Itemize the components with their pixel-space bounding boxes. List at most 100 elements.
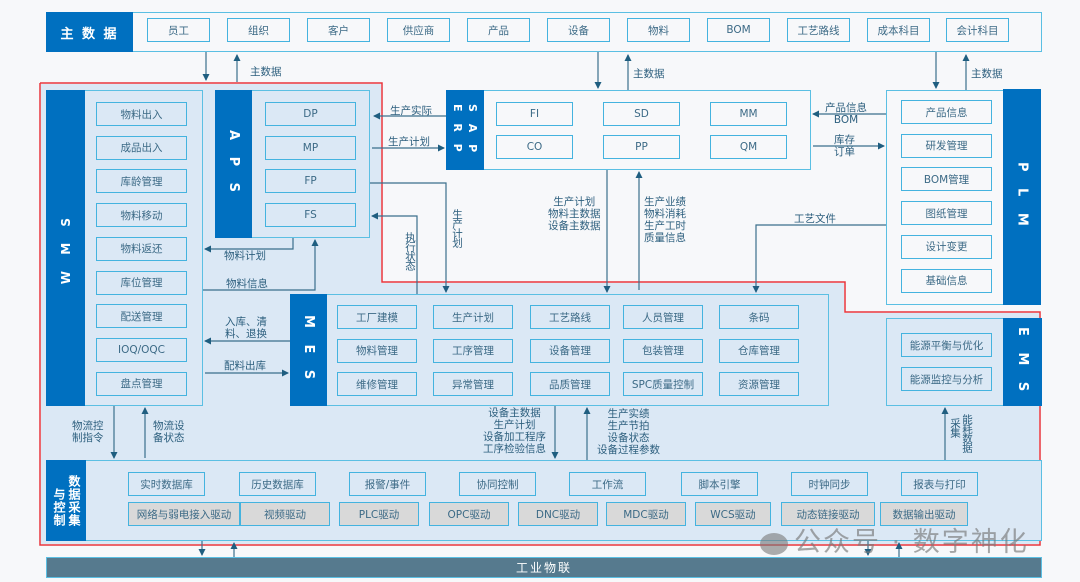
wms-item[interactable]: 库龄管理 xyxy=(96,169,187,194)
plm-item[interactable]: 基础信息 xyxy=(901,268,992,293)
master-data-item[interactable]: 工艺路线 xyxy=(787,18,850,42)
dac-service[interactable]: 工作流 xyxy=(569,472,646,496)
wms-item[interactable]: IOQ/OQC xyxy=(96,337,187,362)
dac-driver[interactable]: 数据输出驱动 xyxy=(880,502,968,526)
aps-item[interactable]: DP xyxy=(265,102,356,126)
dac-driver[interactable]: 视频驱动 xyxy=(240,502,330,526)
wms-item[interactable]: 成品出入 xyxy=(96,135,187,160)
ems-item[interactable]: 能源监控与分析 xyxy=(901,367,992,391)
label-dac-to-wms: 物流设 备状态 xyxy=(153,420,185,444)
dac-driver[interactable]: PLC驱动 xyxy=(339,502,419,526)
master-data-item[interactable]: 成本科目 xyxy=(867,18,930,42)
wms-item[interactable]: 配送管理 xyxy=(96,304,187,329)
aps-item[interactable]: FS xyxy=(265,203,356,228)
label-erp-to-plm: 库存 订单 xyxy=(834,134,855,158)
plm-item[interactable]: 研发管理 xyxy=(901,133,992,158)
mes-item[interactable]: 生产计划 xyxy=(433,305,513,329)
mes-item[interactable]: 仓库管理 xyxy=(719,338,799,363)
master-data-item[interactable]: 设备 xyxy=(547,18,610,42)
dac-title: 数据采集 与控制 xyxy=(46,460,86,541)
label-mes-to-erp: 生产业绩 物料消耗 生产工时 质量信息 xyxy=(644,196,686,244)
dac-driver[interactable]: OPC驱动 xyxy=(429,502,509,526)
ems-item[interactable]: 能源平衡与优化 xyxy=(901,333,992,357)
mes-panel xyxy=(290,294,829,406)
dac-driver[interactable]: DNC驱动 xyxy=(518,502,598,526)
mes-title: M E S xyxy=(290,294,327,406)
dac-service[interactable]: 历史数据库 xyxy=(239,472,316,496)
plm-item[interactable]: 图纸管理 xyxy=(901,201,992,226)
plm-item[interactable]: 产品信息 xyxy=(901,100,992,124)
erp-module[interactable]: PP xyxy=(603,135,680,159)
erp-module[interactable]: CO xyxy=(496,135,573,159)
dac-driver[interactable]: 动态链接驱动 xyxy=(781,502,875,526)
master-data-item[interactable]: 物料 xyxy=(627,18,690,42)
master-data-item[interactable]: 供应商 xyxy=(387,18,450,42)
master-data-item[interactable]: 产品 xyxy=(467,18,530,42)
wms-item[interactable]: 盘点管理 xyxy=(96,371,187,396)
wechat-icon xyxy=(760,532,788,555)
wms-item[interactable]: 库位管理 xyxy=(96,270,187,295)
mes-item[interactable]: 物料管理 xyxy=(337,338,417,363)
label-master-to-erp: 主数据 xyxy=(633,68,665,80)
mes-item[interactable]: SPC质量控制 xyxy=(623,372,703,396)
plm-title: P L M xyxy=(1003,89,1041,305)
mes-item[interactable]: 维修管理 xyxy=(337,372,417,396)
mes-item[interactable]: 资源管理 xyxy=(719,372,799,396)
mes-item[interactable]: 包装管理 xyxy=(623,338,703,363)
master-data-item[interactable]: 员工 xyxy=(147,18,210,42)
mes-item[interactable]: 异常管理 xyxy=(433,372,513,396)
dac-driver[interactable]: WCS驱动 xyxy=(695,502,771,526)
erp-title-line2: E R P xyxy=(451,104,464,156)
mes-item[interactable]: 品质管理 xyxy=(530,372,610,396)
erp-module[interactable]: SD xyxy=(603,102,680,126)
label-wms-to-mes: 配料出库 xyxy=(224,360,266,372)
label-mes-to-dac: 设备主数据 生产计划 设备加工程序 工序检验信息 xyxy=(483,407,546,455)
plm-title-text: P L M xyxy=(1014,162,1030,232)
dac-service[interactable]: 脚本引擎 xyxy=(681,472,758,496)
master-data-item[interactable]: 客户 xyxy=(307,18,370,42)
dac-driver[interactable]: 网络与弱电接入驱动 xyxy=(128,502,240,526)
label-dac-to-ems-b: 采集 xyxy=(949,418,961,437)
wms-item[interactable]: 物料返还 xyxy=(96,236,187,261)
ems-title: E M S xyxy=(1003,318,1042,406)
dac-driver[interactable]: MDC驱动 xyxy=(606,502,686,526)
erp-module[interactable]: FI xyxy=(496,102,573,126)
wms-title-text: W M S xyxy=(58,211,73,285)
erp-panel xyxy=(446,90,811,170)
dac-service[interactable]: 协同控制 xyxy=(459,472,536,496)
wms-item[interactable]: 物料出入 xyxy=(96,102,187,126)
dac-service[interactable]: 实时数据库 xyxy=(128,472,205,496)
label-mes-to-wms: 入库、清 料、退换 xyxy=(225,316,267,340)
dac-service[interactable]: 时钟同步 xyxy=(791,472,868,496)
plm-item[interactable]: 设计变更 xyxy=(901,234,992,259)
dac-service[interactable]: 报警/事件 xyxy=(349,472,426,496)
master-data-item[interactable]: BOM xyxy=(707,18,770,42)
wms-item[interactable]: 物料移动 xyxy=(96,203,187,228)
mes-item[interactable]: 条码 xyxy=(719,305,799,329)
mes-item[interactable]: 工序管理 xyxy=(433,338,513,363)
label-master-to-plm: 主数据 xyxy=(971,68,1003,80)
dac-title-col1: 数据采集 xyxy=(67,474,81,527)
iiot-bar: 工业物联 xyxy=(46,557,1042,578)
erp-module[interactable]: QM xyxy=(710,135,787,159)
mes-item[interactable]: 人员管理 xyxy=(623,305,703,329)
label-mes-to-aps: 执行状态 xyxy=(404,232,416,270)
aps-item[interactable]: MP xyxy=(265,135,356,160)
dac-title-col2: 与控制 xyxy=(52,488,66,527)
label-erp-to-mes: 生产计划 物料主数据 设备主数据 xyxy=(548,196,601,232)
erp-module[interactable]: MM xyxy=(710,102,787,126)
plm-item[interactable]: BOM管理 xyxy=(901,167,992,192)
mes-item[interactable]: 设备管理 xyxy=(530,338,610,363)
mes-item[interactable]: 工厂建模 xyxy=(337,305,417,329)
aps-item[interactable]: FP xyxy=(265,169,356,194)
label-plm-to-mes: 工艺文件 xyxy=(794,213,836,225)
label-master-to-wms: 主数据 xyxy=(250,66,282,78)
master-data-item[interactable]: 会计科目 xyxy=(946,18,1009,42)
aps-title-text: A P S xyxy=(226,129,241,198)
mes-item[interactable]: 工艺路线 xyxy=(530,305,610,329)
label-dac-to-mes: 生产实绩 生产节拍 设备状态 设备过程参数 xyxy=(597,408,660,456)
master-data-item[interactable]: 组织 xyxy=(227,18,290,42)
dac-service[interactable]: 报表与打印 xyxy=(901,472,978,496)
dac-panel xyxy=(46,460,1042,541)
label-aps-to-wms: 物料计划 xyxy=(224,250,266,262)
